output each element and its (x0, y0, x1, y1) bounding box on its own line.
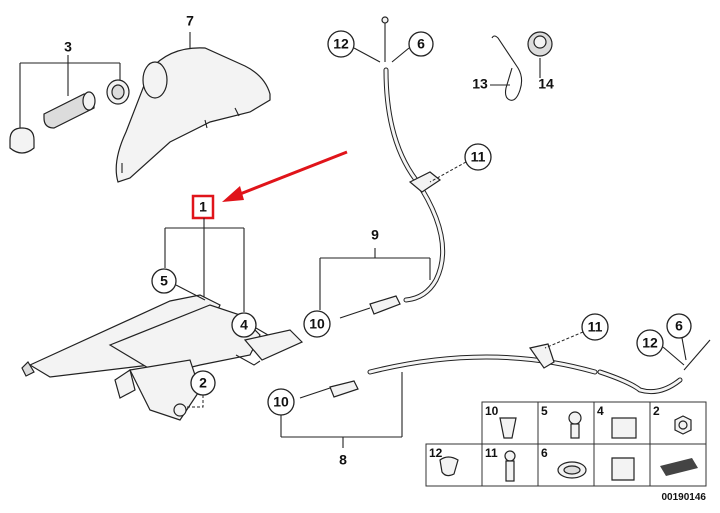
upper-cable (339, 16, 446, 319)
table-label-4: 4 (597, 404, 604, 418)
table-label-12: 12 (429, 446, 443, 460)
callout-13: 13 (472, 76, 488, 92)
parts-reference-table (425, 401, 707, 487)
callout-10-upper: 10 (309, 316, 325, 332)
highlight-arrow (222, 150, 348, 202)
table-label-6: 6 (541, 446, 548, 460)
callout-2: 2 (199, 375, 207, 391)
callout-12-lower: 12 (642, 335, 658, 351)
callout-10-lower: 10 (273, 394, 289, 410)
callout-11-lower: 11 (588, 319, 603, 335)
callout-5: 5 (160, 273, 168, 289)
part-3-sleeve-and-caps (9, 55, 130, 154)
part-1-handbrake-lever-assembly (21, 194, 304, 421)
callout-4: 4 (240, 317, 248, 333)
callout-3: 3 (64, 39, 72, 55)
callout-1: 1 (199, 199, 207, 215)
callout-1-highlight-box (191, 194, 215, 220)
callout-11-top: 11 (471, 149, 486, 165)
table-label-5: 5 (541, 404, 548, 418)
part-7-handle-boot (115, 32, 271, 183)
callout-9: 9 (371, 227, 379, 243)
document-id: 00190146 (662, 492, 707, 503)
callout-8: 8 (339, 452, 347, 468)
callout-12-top: 12 (333, 36, 349, 52)
lower-cable (299, 339, 711, 399)
callout-6-top: 6 (417, 36, 425, 52)
table-label-11: 11 (485, 446, 498, 460)
table-label-10: 10 (485, 404, 499, 418)
table-label-2: 2 (653, 404, 660, 418)
callout-14: 14 (538, 76, 554, 92)
parts-13-14-clip-and-grommet (491, 31, 553, 101)
callout-6-lower: 6 (675, 318, 683, 334)
callout-7: 7 (186, 13, 194, 29)
